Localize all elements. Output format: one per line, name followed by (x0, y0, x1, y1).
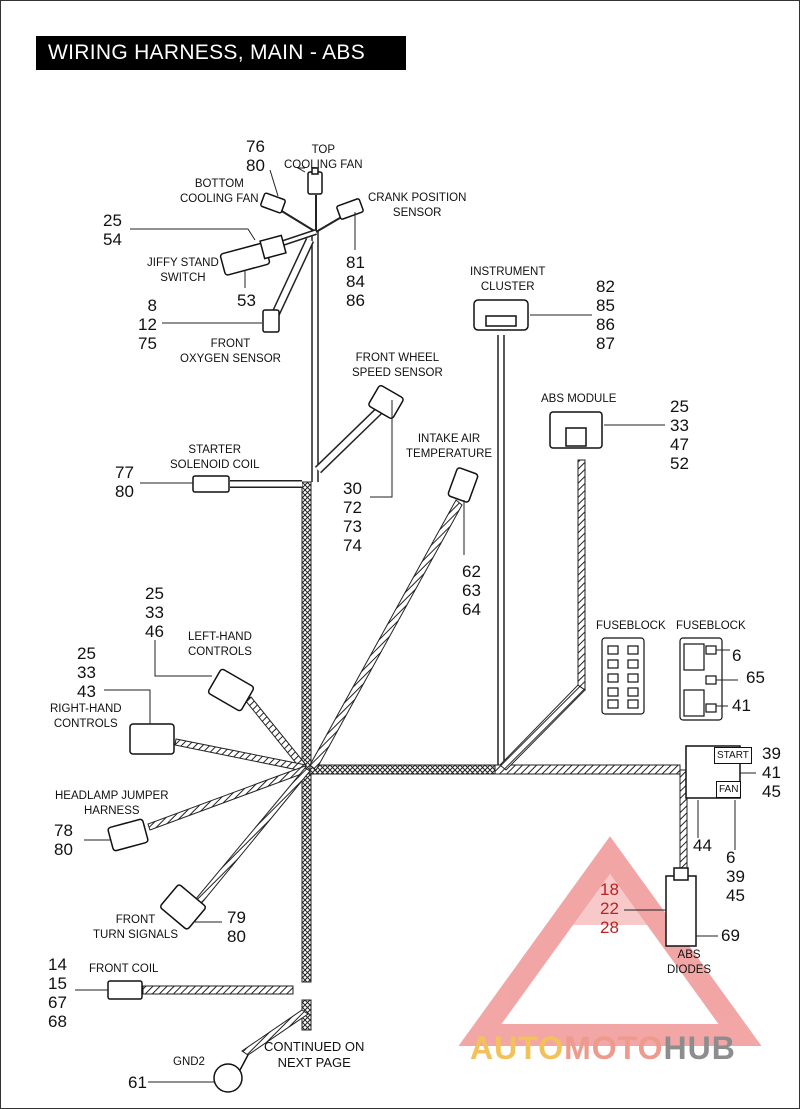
fuseblock-right-parts-b: 65 (746, 668, 765, 687)
relay-fan-label: FAN (716, 781, 742, 798)
jiffy-stand-parts-below: 53 (237, 291, 256, 310)
branch-wires (230, 195, 505, 765)
main-trunk (301, 230, 681, 1031)
fuseblock-left (601, 637, 645, 715)
fuseblock-right (679, 637, 723, 721)
gnd2-label: GND2 (173, 1056, 205, 1068)
front-coil-label: FRONT COIL (89, 963, 159, 975)
connectors (107, 167, 741, 1093)
relay-start-label: START (714, 747, 752, 764)
page-title: WIRING HARNESS, MAIN - ABS (48, 41, 366, 64)
watermark-text: AUTOMOTOHUB (470, 1030, 736, 1066)
gnd2-parts: 61 (128, 1073, 147, 1092)
hatched-branches (142, 459, 688, 1056)
fuseblock-right-label: FUSEBLOCK (676, 620, 746, 632)
leader-lines (75, 167, 756, 1083)
title-bar: WIRING HARNESS, MAIN - ABS (36, 36, 406, 70)
abs-module-label: ABS MODULE (541, 393, 617, 405)
fuseblock-right-parts-c: 41 (732, 696, 751, 715)
fuseblock-right-parts-a: 6 (732, 646, 742, 665)
fuseblock-left-label: FUSEBLOCK (596, 620, 666, 632)
relay-block-parts-a: 44 (693, 836, 712, 855)
abs-diodes-parts-b: 69 (721, 926, 740, 945)
